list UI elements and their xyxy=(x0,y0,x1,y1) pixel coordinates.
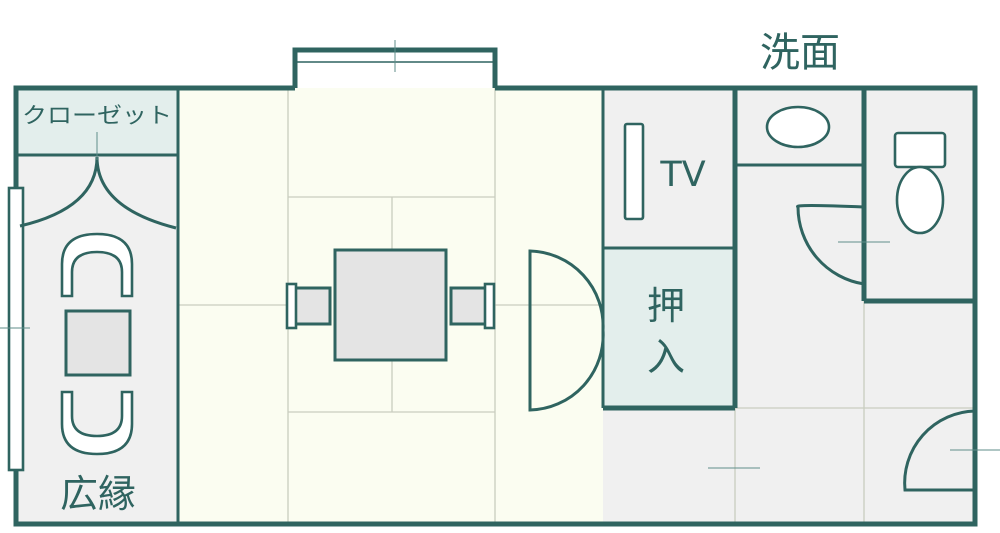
closet-doors xyxy=(19,132,177,230)
tv-label: TV xyxy=(659,155,705,195)
oshiire-floor xyxy=(603,248,733,408)
toilet xyxy=(893,131,947,235)
hiroen-label: 広縁 xyxy=(60,472,136,516)
left-window xyxy=(0,186,30,472)
washbasin xyxy=(765,105,831,149)
tatami-double-door xyxy=(528,249,605,412)
entrance-door xyxy=(903,409,1000,492)
senmen-label: 洗面 xyxy=(760,30,840,76)
oshiire-label-line1: 押 xyxy=(647,284,685,328)
outer-wall xyxy=(13,85,978,527)
hiroen-side-table xyxy=(64,309,132,377)
low-table xyxy=(333,248,448,362)
zaisu-chair-right xyxy=(449,282,496,330)
window-bay xyxy=(292,40,498,88)
closet-label: クローゼット xyxy=(22,104,172,129)
zaisu-chair-left xyxy=(285,282,332,330)
hiroen-armchair-top xyxy=(60,232,134,298)
oshiire-label-line2: 入 xyxy=(647,335,685,379)
hiroen-armchair-bottom xyxy=(60,390,134,456)
tv-unit xyxy=(623,122,645,221)
toilet-door xyxy=(796,204,890,286)
